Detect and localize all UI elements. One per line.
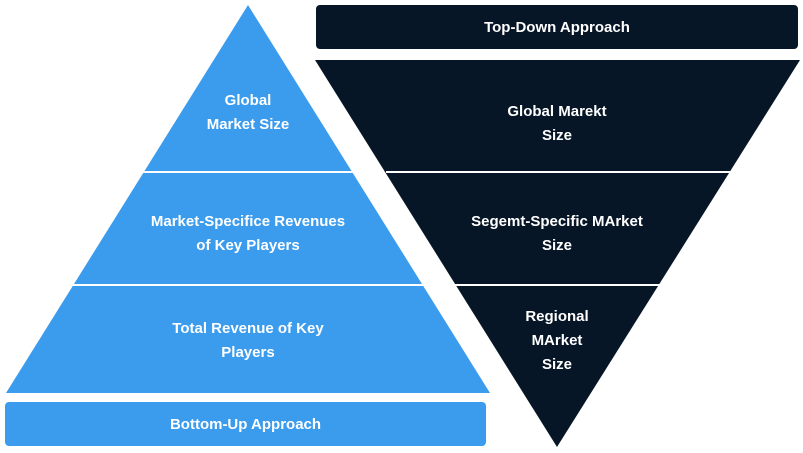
bottom-up-approach-label: Bottom-Up Approach [5, 402, 486, 446]
funnel-level-segment-specific-market-size: Segemt-Specific MArket Size [471, 213, 643, 254]
top-down-approach-label: Top-Down Approach [316, 5, 798, 49]
funnel-level-global-market-size: Global Marekt Size [507, 103, 607, 144]
funnel-level-regional-market-size: Regional MArket Size [525, 308, 589, 373]
pyramid-level-market-specific-revenues: Market-Specifice Revenues of Key Players [150, 213, 346, 254]
pyramid-level-global-market-size: Global Market Size [206, 92, 290, 133]
bottom-up-pyramid [6, 5, 490, 393]
pyramid-level-total-revenue: Total Revenue of Key Players [172, 320, 324, 361]
top-down-funnel [315, 60, 800, 447]
